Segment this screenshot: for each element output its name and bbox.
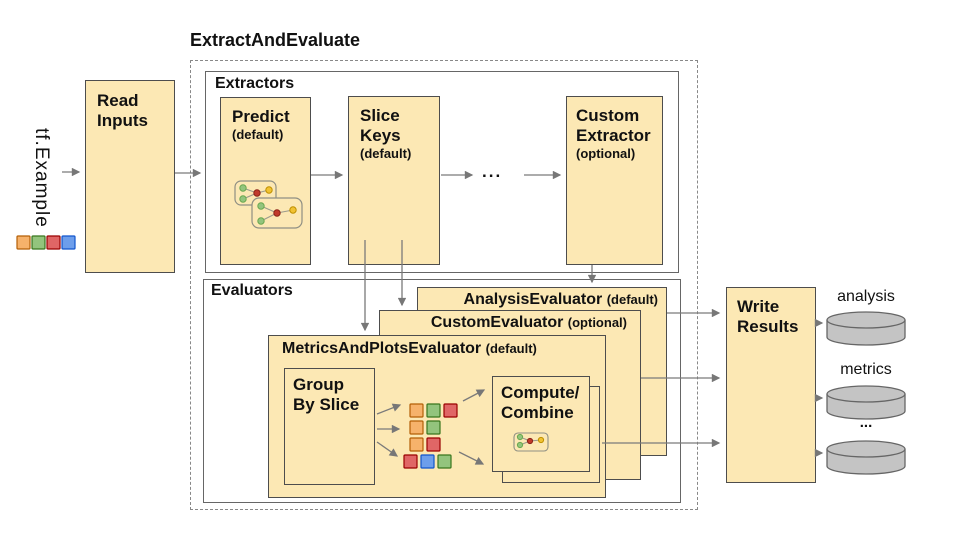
group-by-slice-label-line1: Group: [293, 375, 344, 394]
custom-extractor-box: Custom Extractor (optional): [566, 96, 663, 265]
more-outputs-label: ...: [859, 414, 873, 431]
write-results-label-line1: Write: [737, 297, 780, 316]
analysis-evaluator-label: AnalysisEvaluator: [463, 291, 603, 308]
compute-combine-label-line1: Compute/: [501, 383, 580, 402]
extract-and-evaluate-container: [190, 60, 698, 510]
custom-extractor-qualifier: (optional): [576, 146, 636, 162]
tf-example-label: tf.Example: [31, 128, 52, 228]
slice-keys-qualifier: (default): [360, 146, 412, 162]
extractors-container: [205, 71, 679, 273]
evaluators-section-label: Evaluators: [211, 282, 293, 299]
custom-evaluator-qualifier: (optional): [567, 315, 627, 330]
slice-keys-label-line1: Slice: [360, 106, 400, 125]
input-example-squares: [16, 235, 76, 250]
diagram-title: ExtractAndEvaluate: [190, 30, 361, 50]
write-results-box: Write Results: [726, 287, 816, 483]
metrics-output-label: metrics: [840, 361, 892, 378]
analysis-evaluator-qualifier: (default): [606, 292, 658, 307]
predict-extractor-box: Predict (default): [220, 97, 311, 265]
input-square-red: [46, 235, 61, 250]
predict-qualifier: (default): [232, 127, 284, 143]
read-inputs-box: Read Inputs: [85, 80, 175, 273]
custom-extractor-label-line1: Custom: [576, 106, 640, 125]
compute-combine-box: Compute/ Combine: [492, 376, 590, 472]
slice-keys-extractor-box: Slice Keys (default): [348, 96, 440, 265]
extractors-section-label: Extractors: [215, 75, 295, 92]
evaluators-container: [203, 279, 681, 503]
group-by-slice-label-line2: By Slice: [293, 395, 360, 415]
read-inputs-label-line1: Read: [97, 91, 139, 110]
metrics-and-plots-evaluator-label: MetricsAndPlotsEvaluator: [282, 340, 482, 357]
predict-label: Predict: [232, 107, 290, 126]
group-by-slice-box: Group By Slice: [284, 368, 375, 485]
custom-extractor-label-line2: Extractor: [576, 126, 651, 146]
read-inputs-label-line2: Inputs: [97, 111, 148, 131]
analysis-database-cylinder: [826, 311, 906, 346]
write-results-label-line2: Results: [737, 317, 799, 337]
custom-evaluator-label: CustomEvaluator: [430, 314, 564, 331]
more-database-cylinder: [826, 440, 906, 475]
input-square-green: [31, 235, 46, 250]
compute-combine-label-line2: Combine: [501, 403, 574, 423]
input-square-orange: [16, 235, 31, 250]
input-square-blue: [61, 235, 76, 250]
metrics-and-plots-evaluator-qualifier: (default): [485, 341, 537, 356]
slice-keys-label-line2: Keys: [360, 126, 401, 146]
output-databases: [826, 311, 906, 475]
analysis-output-label: analysis: [837, 288, 895, 305]
extractors-ellipsis: ...: [482, 162, 503, 181]
